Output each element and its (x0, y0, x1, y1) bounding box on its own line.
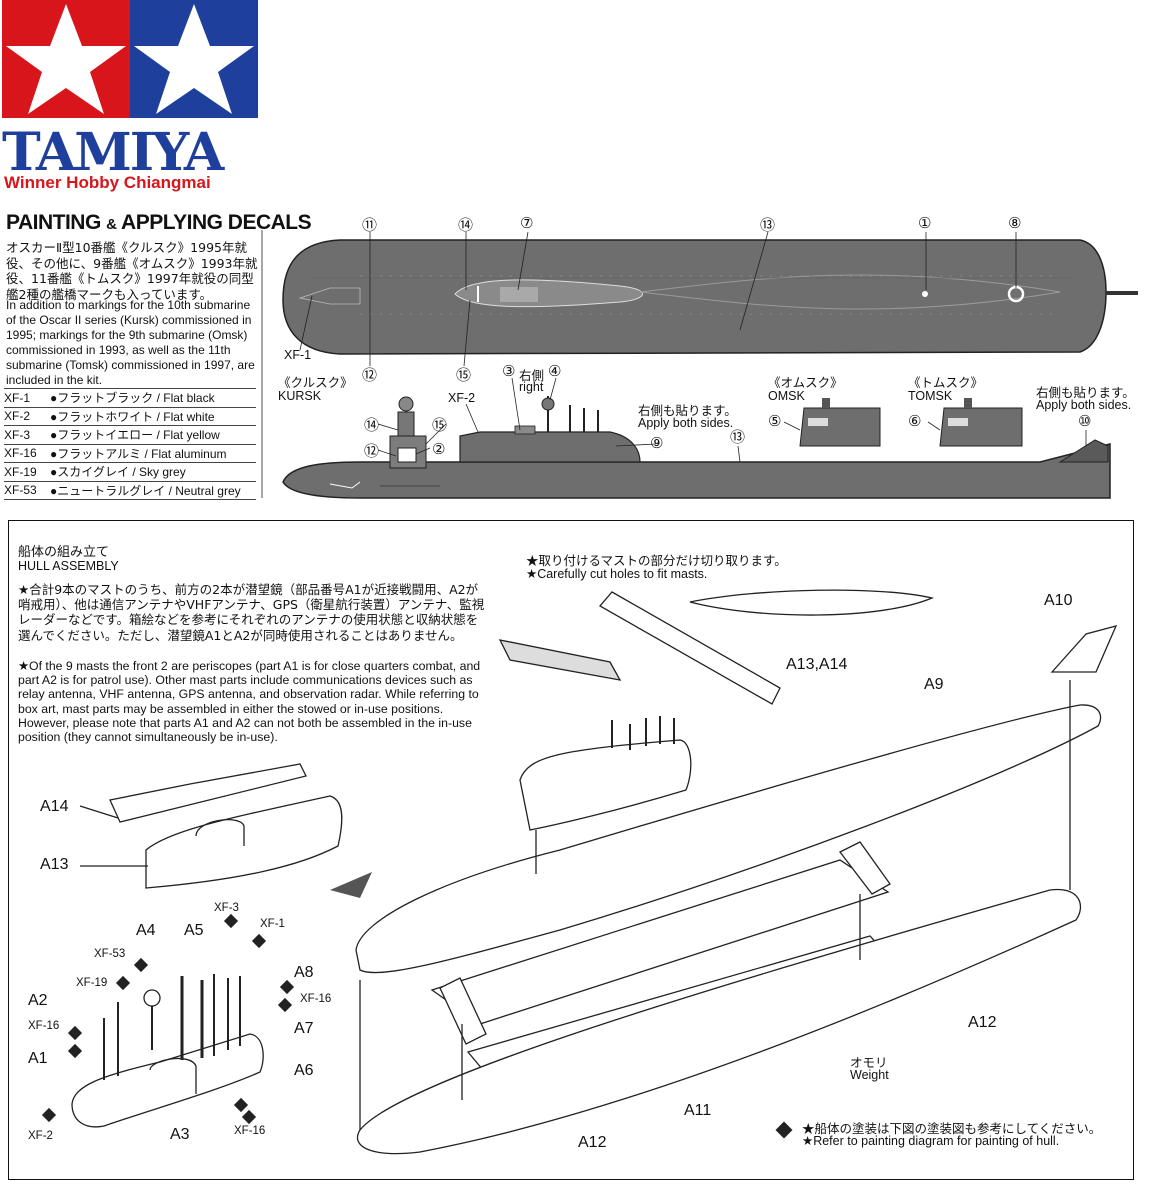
callout-1: ① (918, 214, 932, 232)
callout-14-side: ⑭ (364, 416, 380, 434)
part-a12-label-2: A12 (578, 1134, 607, 1151)
omsk-label-en: OMSK (768, 389, 805, 403)
callout-5: ⑤ (768, 412, 782, 430)
part-a3-label: A3 (170, 1126, 190, 1143)
part-a7-label: A7 (294, 1020, 314, 1037)
painting-title-main: PAINTING (6, 211, 101, 234)
callout-8: ⑧ (1008, 214, 1022, 232)
hull-assembly-panel (8, 520, 1134, 1180)
part-a13-a14-label: A13,A14 (786, 656, 848, 673)
kursk-label-en: KURSK (278, 389, 322, 403)
callout-2: ② (432, 440, 446, 458)
both-sides-jp-2: 右側も貼ります。 (1036, 386, 1135, 400)
callout-11: ⑪ (362, 216, 378, 234)
legend-row: XF-16●フラットアルミ / Flat aluminum (4, 443, 256, 463)
brand-subtitle: Winner Hobby Chiangmai (4, 173, 211, 192)
submarine-top-view (282, 239, 1138, 355)
paint-color-legend: XF-1●フラットブラック / Flat black XF-2●フラットホワイト… (4, 388, 256, 500)
xf19-label: XF-19 (76, 977, 108, 989)
xf16-label-c: XF-16 (234, 1125, 266, 1137)
xf1-label: XF-1 (284, 348, 312, 362)
callout-6: ⑥ (908, 412, 922, 430)
hull-instructions-en: ★Of the 9 masts the front 2 are periscop… (18, 659, 481, 745)
callout-14: ⑭ (458, 216, 474, 234)
tomsk-sail-marking (939, 398, 1023, 447)
part-a4-label: A4 (136, 922, 156, 939)
right-label-en: right (519, 380, 544, 394)
submarine-side-view (282, 396, 1111, 499)
callout-15-side: ⑮ (432, 416, 448, 434)
part-a9-label: A9 (924, 676, 944, 693)
part-a11-label: A11 (684, 1102, 712, 1119)
painting-title-rest: APPLYING DECALS (121, 211, 312, 234)
right-label-jp: 右側 (519, 369, 545, 383)
legend-row: XF-3●フラットイエロー / Flat yellow (4, 425, 256, 444)
tomsk-label-en: TOMSK (908, 389, 953, 403)
part-a6-label: A6 (294, 1062, 314, 1079)
callout-15: ⑮ (456, 366, 472, 384)
refer-note-jp: ★船体の塗装は下図の塗装図も参考にしてください。 (802, 1122, 1102, 1136)
callout-3: ③ (502, 362, 516, 380)
legend-row: XF-53●ニュートラルグレイ / Neutral grey (4, 480, 256, 500)
hull-instructions-jp: ★合計9本のマストのうち、前方の2本が潜望鏡（部品番号A1が近接戦闘用、A2が哨… (18, 582, 485, 643)
xf16-label-b: XF-16 (28, 1020, 60, 1032)
weight-label-jp: オモリ (850, 1056, 888, 1070)
painting-description-en: In addition to markings for the 10th sub… (6, 298, 255, 387)
xf16-label-a: XF-16 (300, 993, 332, 1005)
tamiya-logo: TAMIYA Winner Hobby Chiangmai (0, 0, 262, 195)
part-a8-label: A8 (294, 964, 314, 981)
both-sides-jp: 右側も貼ります。 (638, 404, 737, 418)
part-a5-label: A5 (184, 922, 204, 939)
omsk-sail-marking (799, 398, 881, 447)
callout-13: ⑬ (760, 216, 776, 234)
xf2-hull-label: XF-2 (28, 1130, 53, 1142)
callout-13-side: ⑬ (730, 428, 746, 446)
callout-12-side: ⑫ (364, 442, 380, 460)
painting-description-jp: オスカーⅡ型10番艦《クルスク》1995年就役、その他に、9番艦《オムスク》19… (6, 240, 258, 302)
part-a14-label: A14 (40, 798, 69, 815)
callout-7: ⑦ (520, 214, 534, 232)
legend-row: XF-2●フラットホワイト / Flat white (4, 406, 256, 426)
callout-9: ⑨ (650, 434, 664, 452)
xf1-hull-label: XF-1 (260, 918, 285, 930)
xf3-label: XF-3 (214, 902, 239, 914)
both-sides-en: Apply both sides. (638, 416, 734, 430)
legend-row: XF-1●フラットブラック / Flat black (4, 388, 256, 407)
painting-title: PAINTING & APPLYING DECALS (6, 211, 312, 235)
both-sides-en-2: Apply both sides. (1036, 398, 1132, 412)
refer-note-en: ★Refer to painting diagram for painting … (802, 1134, 1060, 1148)
painting-title-amp: & (106, 216, 117, 233)
xf53-label: XF-53 (94, 948, 126, 960)
hull-title-en: HULL ASSEMBLY (18, 559, 119, 573)
weight-label-en: Weight (850, 1068, 889, 1082)
painting-diagram (261, 230, 1138, 499)
part-a12-label: A12 (968, 1014, 997, 1031)
cut-note-en: ★Carefully cut holes to fit masts. (526, 567, 708, 581)
hull-title-jp: 船体の組み立て (18, 545, 110, 560)
callout-4: ④ (548, 362, 562, 380)
part-a10-label: A10 (1044, 592, 1073, 609)
omsk-label-jp: 《オムスク》 (768, 376, 843, 390)
xf2-label: XF-2 (448, 391, 476, 405)
part-a13-label: A13 (40, 856, 69, 873)
tamiya-star-emblem (2, 0, 258, 118)
tomsk-label-jp: 《トムスク》 (908, 376, 984, 390)
callout-10: ⑩ (1078, 412, 1092, 430)
callout-12: ⑫ (362, 366, 378, 384)
part-a1-label: A1 (28, 1050, 48, 1067)
part-a2-label: A2 (28, 992, 48, 1009)
legend-row: XF-19●スカイグレイ / Sky grey (4, 462, 256, 481)
cut-note-jp: ★取り付けるマストの部分だけ切り取ります。 (526, 554, 787, 568)
kursk-label-jp: 《クルスク》 (278, 376, 353, 390)
brand-wordmark: TAMIYA (2, 122, 224, 183)
